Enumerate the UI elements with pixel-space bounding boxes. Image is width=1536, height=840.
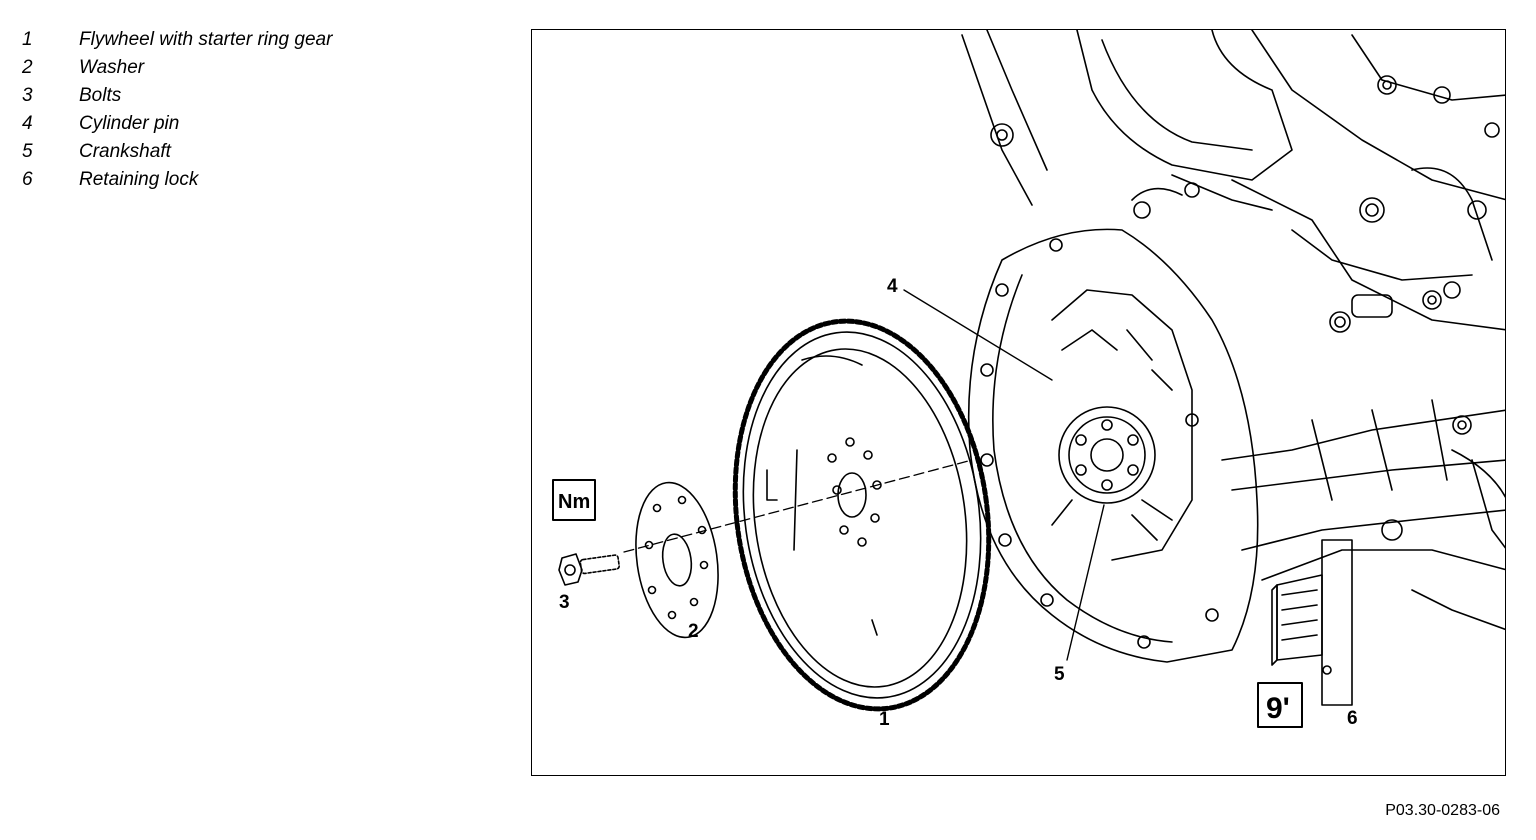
callout-1: 1 xyxy=(879,709,890,730)
callout-3: 3 xyxy=(559,592,570,613)
callout-2: 2 xyxy=(688,621,699,642)
legend-label: Crankshaft xyxy=(79,141,171,162)
retaining-lock-drawing xyxy=(1271,539,1353,706)
callout-6: 6 xyxy=(1347,708,1358,729)
legend-number: 3 xyxy=(22,85,33,106)
legend-number: 1 xyxy=(22,29,33,50)
callout-4: 4 xyxy=(887,276,898,297)
legend-number: 6 xyxy=(22,169,33,190)
engine-block-drawing xyxy=(961,30,1505,706)
bolt-drawing xyxy=(558,553,620,586)
torque-symbol: Nm xyxy=(558,491,590,513)
flywheel-assembly-illustration: 1 2 3 4 5 6 Nm 9' xyxy=(552,30,1505,730)
washer-drawing xyxy=(635,481,719,639)
legend-label: Retaining lock xyxy=(79,169,199,190)
legend-label: Washer xyxy=(79,57,145,78)
legend-number: 2 xyxy=(22,57,33,78)
legend-label: Bolts xyxy=(79,85,122,106)
exploded-view-figure: 1 2 3 4 5 6 Nm 9' xyxy=(531,29,1506,776)
legend-number: 5 xyxy=(22,141,33,162)
flywheel-drawing xyxy=(732,318,992,712)
crankshaft-hub-drawing xyxy=(1051,289,1193,561)
callout-5: 5 xyxy=(1054,664,1065,685)
special-tool-symbol: 9' xyxy=(1266,692,1290,725)
legend-label: Cylinder pin xyxy=(79,113,180,134)
legend-label: Flywheel with starter ring gear xyxy=(79,29,333,50)
figure-reference-code: P03.30-0283-06 xyxy=(1385,802,1500,819)
legend-number: 4 xyxy=(22,113,33,134)
